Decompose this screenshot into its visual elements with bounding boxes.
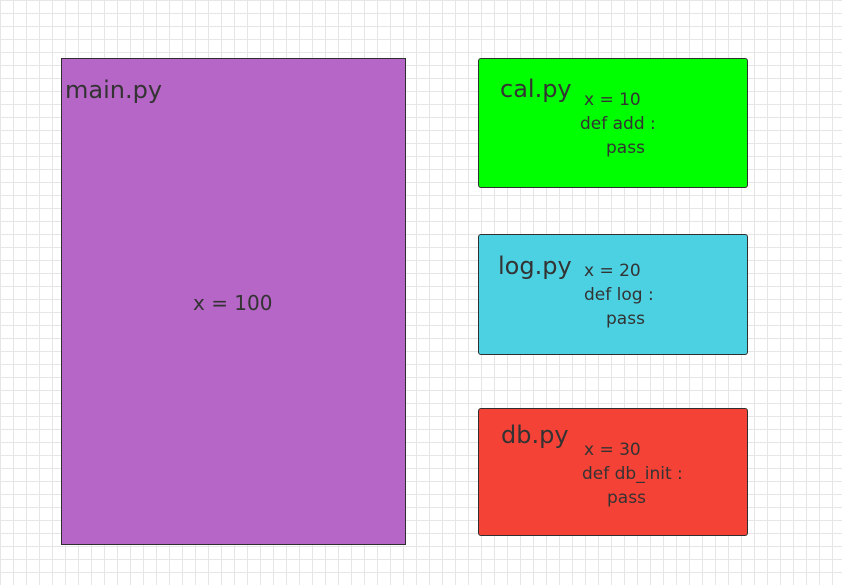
log-module-title: log.py (498, 252, 572, 280)
cal-module-line-3: pass (606, 138, 645, 158)
cal-module-line-1: x = 10 (584, 90, 641, 110)
db-module-line-1: x = 30 (584, 440, 641, 460)
log-module-line-3: pass (606, 309, 645, 329)
db-module-title: db.py (501, 421, 569, 449)
cal-module-title: cal.py (500, 75, 572, 103)
log-module-box: log.py x = 20 def log : pass (478, 234, 748, 355)
db-module-line-3: pass (607, 488, 646, 508)
main-module-variable: x = 100 (193, 291, 273, 315)
main-module-box: main.py x = 100 (61, 58, 406, 545)
db-module-line-2: def db_init : (582, 464, 683, 484)
cal-module-box: cal.py x = 10 def add : pass (478, 58, 748, 188)
log-module-line-2: def log : (584, 285, 654, 305)
log-module-line-1: x = 20 (584, 261, 641, 281)
db-module-box: db.py x = 30 def db_init : pass (478, 408, 748, 536)
cal-module-line-2: def add : (580, 114, 656, 134)
main-module-title: main.py (65, 76, 163, 104)
